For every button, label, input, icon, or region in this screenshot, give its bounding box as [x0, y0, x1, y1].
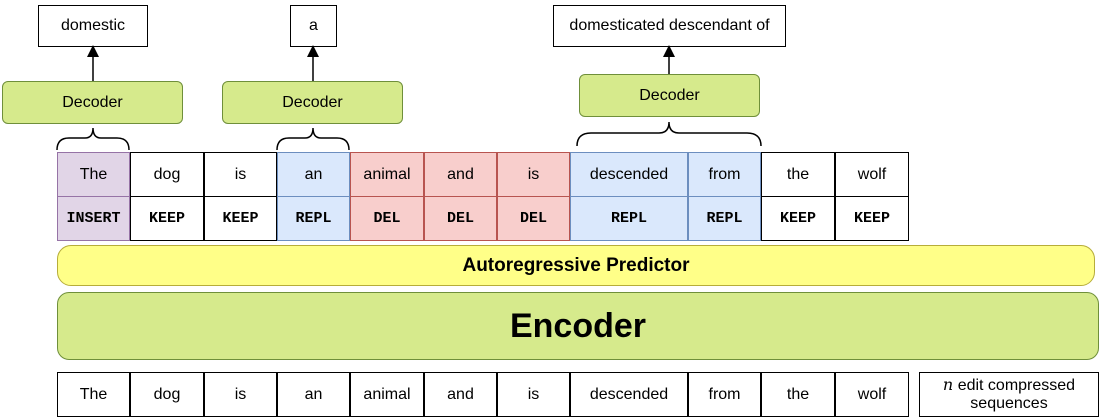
- decoder-1: Decoder: [2, 81, 183, 124]
- token-cell-an: an: [277, 152, 350, 197]
- input-token-descended: descended: [570, 372, 688, 417]
- input-token-animal: animal: [350, 372, 424, 417]
- token-cell-the-2: the: [761, 152, 835, 197]
- token-text: The: [79, 165, 108, 183]
- tag-cell-del: DEL: [497, 196, 570, 241]
- input-token-text: is: [527, 385, 540, 403]
- predictor-label: Autoregressive Predictor: [462, 254, 690, 276]
- token-cell-from: from: [688, 152, 761, 197]
- token-cell-descended: descended: [570, 152, 688, 197]
- note-variable: n: [942, 375, 954, 394]
- note-content: n edit compressed sequences: [924, 376, 1094, 413]
- output-text-2: a: [309, 17, 318, 34]
- tag-cell-keep: KEEP: [761, 196, 835, 241]
- brace-1: [56, 127, 130, 151]
- input-token-the: The: [57, 372, 130, 417]
- input-token-wolf: wolf: [835, 372, 909, 417]
- tag-text: REPL: [295, 210, 332, 227]
- input-token-is: is: [204, 372, 277, 417]
- token-cell-wolf: wolf: [835, 152, 909, 197]
- input-token-an: an: [277, 372, 350, 417]
- input-token-text: dog: [153, 385, 181, 403]
- token-text: and: [447, 165, 474, 183]
- tag-cell-repl: REPL: [688, 196, 761, 241]
- tag-text: DEL: [446, 210, 474, 227]
- tag-text: REPL: [610, 210, 647, 227]
- token-text: an: [304, 165, 323, 183]
- token-cell-is: is: [204, 152, 277, 197]
- encoder-label: Encoder: [509, 306, 647, 345]
- token-text: is: [527, 165, 540, 183]
- tag-cell-insert: INSERT: [57, 196, 130, 241]
- token-cell-and: and: [424, 152, 497, 197]
- tag-cell-repl: REPL: [277, 196, 350, 241]
- tag-cell-keep: KEEP: [204, 196, 277, 241]
- decoder-label-2: Decoder: [282, 93, 343, 111]
- input-token-text: wolf: [857, 385, 887, 403]
- token-text: from: [708, 165, 741, 183]
- decoder-2: Decoder: [222, 81, 403, 124]
- tag-cell-repl: REPL: [570, 196, 688, 241]
- token-text: dog: [153, 165, 181, 183]
- decoder-label-3: Decoder: [639, 86, 700, 104]
- token-cell-animal: animal: [350, 152, 424, 197]
- brace-2: [276, 127, 350, 151]
- tag-cell-keep: KEEP: [835, 196, 909, 241]
- input-token-text: animal: [363, 385, 411, 403]
- input-token-text: The: [79, 385, 108, 403]
- brace-3: [576, 121, 762, 147]
- output-text-1: domestic: [60, 17, 126, 34]
- token-cell-the: The: [57, 152, 130, 197]
- token-text: wolf: [857, 165, 887, 183]
- tag-text: DEL: [373, 210, 401, 227]
- token-text: animal: [363, 165, 411, 183]
- tag-cell-del: DEL: [424, 196, 497, 241]
- token-text: the: [786, 165, 810, 183]
- note-box: n edit compressed sequences: [919, 372, 1099, 417]
- note-text: edit compressed sequences: [957, 377, 1076, 412]
- encoder: Encoder: [57, 292, 1099, 360]
- input-token-from: from: [688, 372, 761, 417]
- tag-text: REPL: [706, 210, 743, 227]
- token-cell-dog: dog: [130, 152, 204, 197]
- decoder-label-1: Decoder: [62, 93, 123, 111]
- input-token-text: descended: [589, 385, 669, 403]
- token-text: is: [234, 165, 247, 183]
- output-box-1: domestic: [38, 5, 148, 47]
- autoregressive-predictor: Autoregressive Predictor: [57, 245, 1095, 286]
- input-token-and: and: [424, 372, 497, 417]
- input-token-text: the: [786, 385, 810, 403]
- input-token-text: from: [708, 385, 741, 403]
- output-text-3: domesticated descendant of: [569, 17, 770, 34]
- decoder-3: Decoder: [579, 74, 760, 117]
- input-token-the-2: the: [761, 372, 835, 417]
- tag-text: KEEP: [148, 210, 185, 227]
- input-token-text: an: [304, 385, 323, 403]
- tag-text: KEEP: [222, 210, 259, 227]
- tag-text: INSERT: [66, 210, 121, 227]
- tag-text: KEEP: [853, 210, 890, 227]
- tag-cell-del: DEL: [350, 196, 424, 241]
- input-token-text: and: [447, 385, 474, 403]
- tag-text: DEL: [519, 210, 547, 227]
- input-token-is-2: is: [497, 372, 570, 417]
- tag-text: KEEP: [779, 210, 816, 227]
- tag-cell-keep: KEEP: [130, 196, 204, 241]
- input-token-dog: dog: [130, 372, 204, 417]
- token-cell-is-2: is: [497, 152, 570, 197]
- input-token-text: is: [234, 385, 247, 403]
- output-box-3: domesticated descendant of: [553, 5, 786, 47]
- token-text: descended: [589, 165, 669, 183]
